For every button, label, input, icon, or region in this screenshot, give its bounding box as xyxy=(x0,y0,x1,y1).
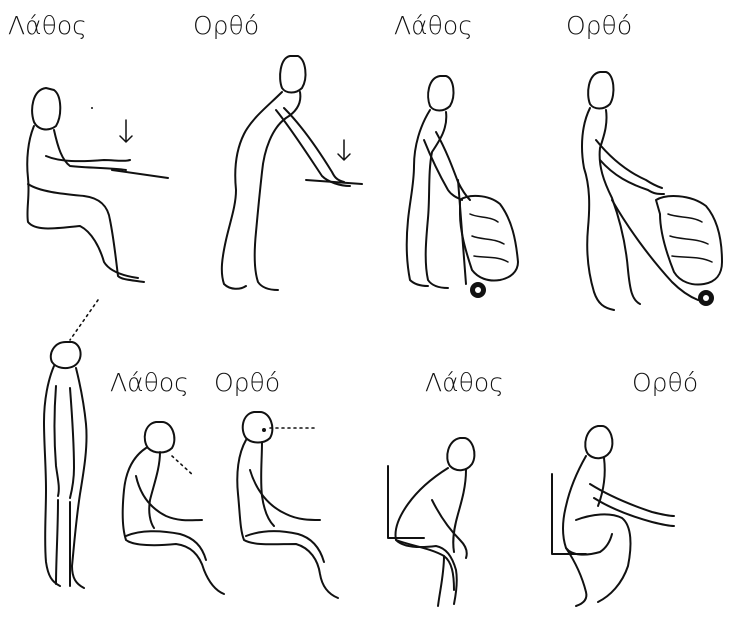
figure-chair-sitting-wrong xyxy=(388,438,474,606)
figure-sitting-head-up-right xyxy=(237,412,338,598)
label-wrong-4: Λάθος xyxy=(425,368,504,397)
figure-sitting-head-down-wrong xyxy=(123,422,224,594)
label-wrong-1: Λάθος xyxy=(8,11,87,40)
label-right-1: Ορθό xyxy=(193,11,259,40)
label-wrong-2: Λάθος xyxy=(394,11,473,40)
sight-line-dotted xyxy=(70,300,98,340)
figure-standing-looking-up xyxy=(44,342,87,588)
figure-desk-standing-right xyxy=(222,56,362,290)
label-right-2: Ορθό xyxy=(566,11,632,40)
figure-cart-right xyxy=(582,72,722,310)
label-wrong-3: Λάθος xyxy=(110,368,189,397)
label-right-4: Ορθό xyxy=(632,368,698,397)
figure-cart-wrong xyxy=(407,76,518,298)
figure-chair-sitting-right xyxy=(552,426,674,606)
figure-desk-seated-wrong xyxy=(27,88,168,282)
label-right-3: Ορθό xyxy=(214,368,280,397)
